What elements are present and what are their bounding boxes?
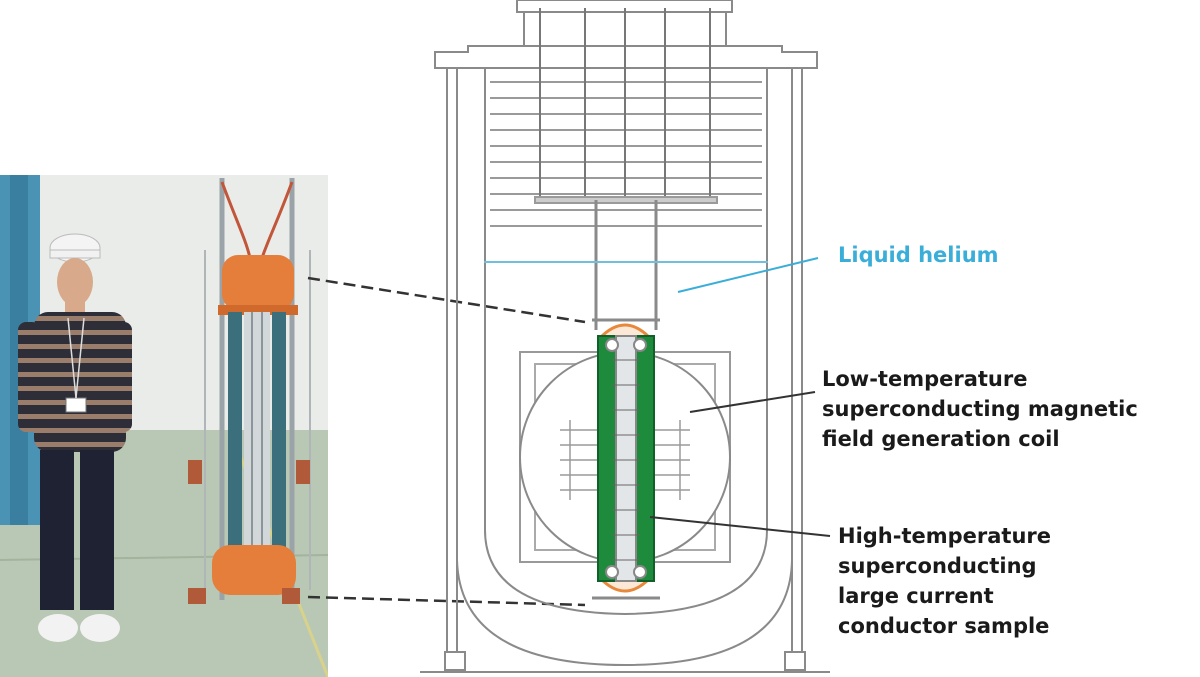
hts-sample-line-2: superconducting	[838, 554, 1037, 578]
hts-sample-assembly	[592, 318, 660, 600]
hts-sample-line-4: conductor sample	[838, 614, 1050, 638]
liquid-helium-text: Liquid helium	[838, 243, 999, 267]
hts-leader	[649, 516, 831, 537]
lts-coil-line-1: Low-temperature	[822, 367, 1028, 391]
lts-coil-line-3: field generation coil	[822, 427, 1060, 451]
liquid-helium-label: Liquid helium	[838, 240, 999, 270]
hts-sample-label: High-temperature superconducting large c…	[838, 521, 1051, 641]
photo-panel	[0, 175, 328, 677]
sample-holder-photo	[188, 178, 311, 604]
radiation-baffles	[490, 8, 762, 227]
label-leader-lines	[649, 257, 831, 537]
person	[18, 233, 132, 642]
cryostat-diagram	[420, 0, 830, 673]
lts-leader	[689, 391, 816, 413]
lts-coil-line-2: superconducting magnetic	[822, 397, 1138, 421]
hts-sample-line-3: large current	[838, 584, 994, 608]
helium-leader	[677, 257, 819, 293]
lts-coil-label: Low-temperature superconducting magnetic…	[822, 364, 1138, 454]
hts-sample-line-1: High-temperature	[838, 524, 1052, 548]
photo-leader-lines	[307, 276, 586, 607]
